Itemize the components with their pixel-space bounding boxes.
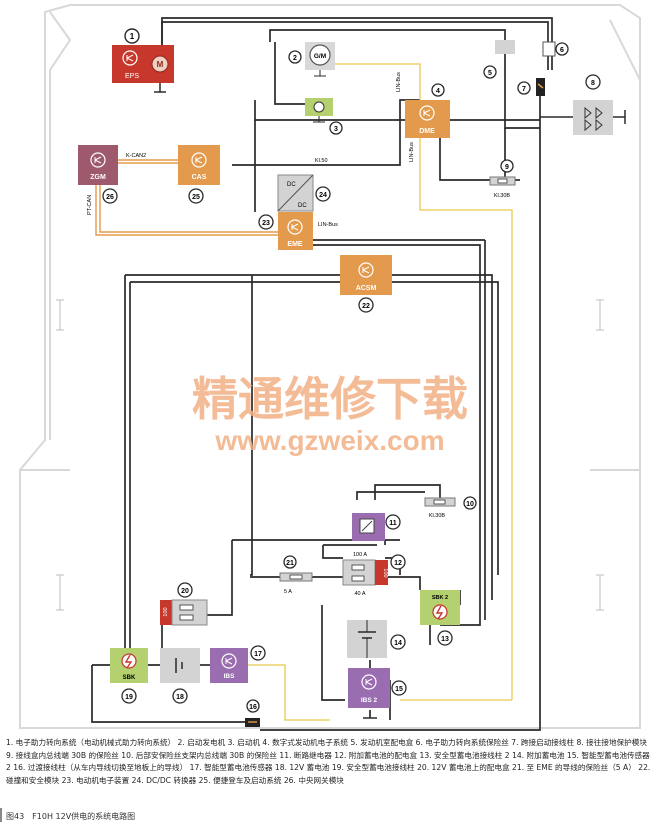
kl30b-10-num: 10 <box>466 501 474 508</box>
transition-num: 16 <box>249 704 257 711</box>
svg-text:IBS 2: IBS 2 <box>361 697 378 704</box>
aux-100a-label: 100 A <box>353 552 367 558</box>
starter-module <box>305 98 333 123</box>
eme-fuse-num: 21 <box>286 560 294 567</box>
dcdc-num: 24 <box>319 192 327 199</box>
caption-bar <box>0 808 2 822</box>
zgm-num: 26 <box>106 194 114 201</box>
eps-module: EPS M <box>112 45 174 93</box>
lin-bus-wires <box>248 63 513 721</box>
sbk2-num: 13 <box>441 636 449 643</box>
ibs-num: 17 <box>254 651 262 658</box>
acsm-module: ACSM <box>340 255 392 295</box>
aux-box-num: 12 <box>394 560 402 567</box>
svg-text:EPS: EPS <box>125 73 139 80</box>
svg-text:ACSM: ACSM <box>356 285 377 292</box>
linbus-eme-label: LIN-Bus <box>318 222 338 228</box>
aux-distribution-box: 100 <box>342 559 388 586</box>
ground-module-num: 8 <box>591 80 595 87</box>
acsm-num: 22 <box>362 303 370 310</box>
starter-num: 3 <box>334 126 338 133</box>
jump-start-num: 7 <box>522 86 526 93</box>
can-bus-wires <box>95 159 278 236</box>
aux-40a-label: 40 A <box>354 591 365 597</box>
kl30b-9-num: 9 <box>505 164 509 171</box>
kl30b-10-label: Kl.30B <box>429 513 446 519</box>
svg-text:SBK: SBK <box>123 675 136 681</box>
relay-num: 11 <box>389 520 397 527</box>
cutoff-relay <box>352 513 385 541</box>
ground-protection-module <box>540 100 626 135</box>
eme-fuse-label: 5 A <box>284 589 292 595</box>
legend-caption: 1. 电子助力转向系统（电动机械式助力转向系统） 2. 启动发电机 3. 启动机… <box>6 738 651 785</box>
sbk-num: 19 <box>125 694 133 701</box>
cas-num: 25 <box>192 194 200 201</box>
jump-start-post <box>536 78 545 96</box>
dcdc-converter: DC DC <box>277 174 314 212</box>
svg-text:ZGM: ZGM <box>90 174 106 181</box>
tick-marks <box>56 299 604 611</box>
battery-distribution-box: 100 <box>160 599 208 626</box>
ptcan-label: PT-CAN <box>87 195 93 215</box>
battery-box-num: 20 <box>181 588 189 595</box>
gm-num: 2 <box>293 55 297 62</box>
svg-text:SBK 2: SBK 2 <box>432 595 448 601</box>
engine-fusebox <box>495 40 515 54</box>
linbus-dme-1: LIN-Bus <box>396 72 402 92</box>
aux-battery <box>347 620 387 658</box>
watermark: 精通维修下载 www.gzweix.com <box>192 373 468 456</box>
svg-text:DC: DC <box>287 182 296 188</box>
svg-text:CAS: CAS <box>192 174 207 181</box>
svg-text:G/M: G/M <box>314 53 326 60</box>
fusebox-num: 5 <box>488 70 492 77</box>
svg-text:100: 100 <box>382 568 388 577</box>
eme-module: EME <box>278 212 313 250</box>
dme-module: DME <box>405 100 450 138</box>
svg-text:100: 100 <box>163 607 169 616</box>
sbk-terminal: SBK <box>110 648 148 683</box>
ibs2-num: 15 <box>395 686 403 693</box>
kcan2-label: K-CAN2 <box>126 153 146 159</box>
battery-12v <box>160 648 200 683</box>
zgm-module: ZGM <box>78 145 118 185</box>
battery-num: 18 <box>176 694 184 701</box>
ibs-sensor: IBS <box>210 648 248 683</box>
svg-text:DC: DC <box>298 203 307 209</box>
dme-num: 4 <box>436 88 440 95</box>
kl50-label: Kl.50 <box>315 158 328 164</box>
eps-fuse-num: 6 <box>560 47 564 54</box>
wiring-diagram: 精通维修下载 www.gzweix.com EPS M 1 G/M 2 3 DM <box>19 4 641 731</box>
linbus-dme-2: LIN-Bus <box>409 142 415 162</box>
eme-num: 23 <box>262 220 270 227</box>
cas-module: CAS <box>178 145 220 185</box>
eps-num: 1 <box>130 32 135 41</box>
svg-text:IBS: IBS <box>224 673 236 680</box>
svg-text:DME: DME <box>419 128 435 135</box>
svg-text:EME: EME <box>287 241 303 248</box>
housing-outline <box>19 4 641 729</box>
kl30b-9-label: Kl.30B <box>494 193 511 199</box>
ibs2-sensor: IBS 2 <box>348 668 390 719</box>
aux-battery-num: 14 <box>394 640 402 647</box>
watermark-url: www.gzweix.com <box>214 425 444 456</box>
sbk2-terminal: SBK 2 <box>420 590 460 625</box>
svg-text:M: M <box>157 60 164 69</box>
gm-module: G/M <box>305 42 335 77</box>
eps-fuse <box>542 41 556 57</box>
watermark-cn: 精通维修下载 <box>192 373 468 425</box>
figure-caption: 图43 F10H 12V供电的系统电路图 <box>6 812 136 821</box>
